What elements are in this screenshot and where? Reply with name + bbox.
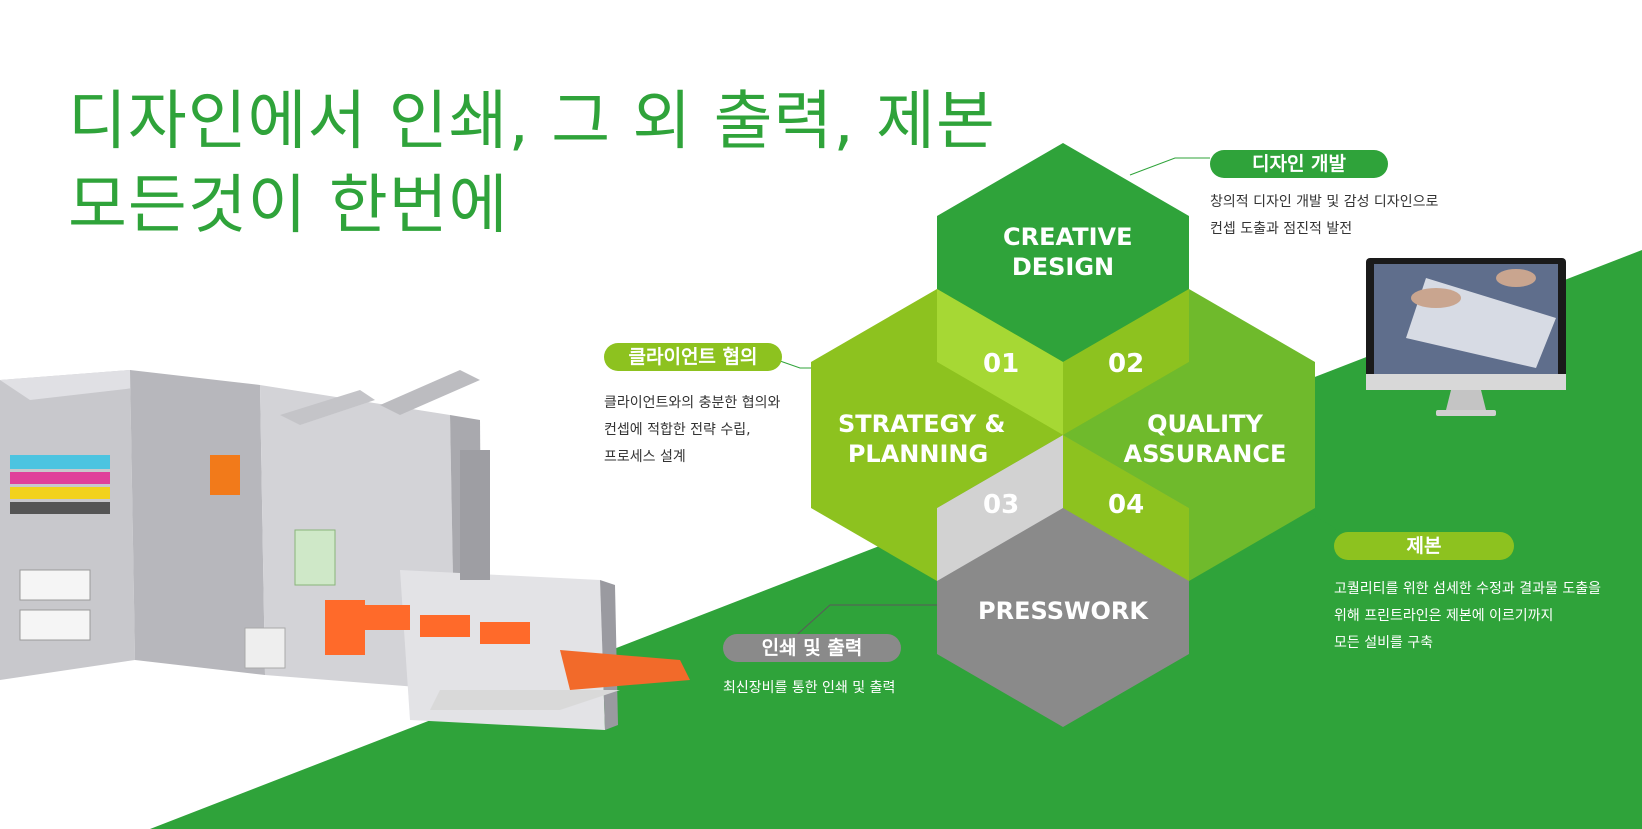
label-presswork: PRESSWORK <box>978 597 1148 625</box>
title-line-2: 모든것이 한번에 <box>68 169 509 243</box>
desc-binding: 고퀄리티를 위한 섬세한 수정과 결과물 도출을 위해 프린트라인은 제본에 이… <box>1334 581 1601 651</box>
overlap-04 <box>1063 435 1189 581</box>
overlap-02 <box>1063 289 1189 435</box>
overlap-01 <box>937 289 1063 435</box>
number-02: 02 <box>1108 349 1145 379</box>
label-creative-design: CREATIVE DESIGN <box>1003 222 1133 282</box>
title-line-1: 디자인에서 인쇄, 그 외 출력, 제본 <box>68 85 996 159</box>
desc-client: 클라이언트와의 충분한 협의와 컨셉에 적합한 전략 수립, 프로세스 설계 <box>604 395 781 465</box>
number-04: 04 <box>1108 490 1145 520</box>
pill-client: 클라이언트 협의 <box>604 343 782 371</box>
monitor-illustration <box>1366 258 1566 416</box>
desc-design-dev: 창의적 디자인 개발 및 감성 디자인으로 컨셉 도출과 점진적 발전 <box>1210 194 1439 237</box>
pill-print: 인쇄 및 출력 <box>723 634 901 662</box>
desc-print: 최신장비를 통한 인쇄 및 출력 <box>723 680 896 696</box>
pill-design-dev: 디자인 개발 <box>1210 150 1388 178</box>
label-creative: CREATIVE <box>1003 223 1133 251</box>
number-01: 01 <box>983 349 1020 379</box>
label-design: DESIGN <box>1011 253 1115 281</box>
overlap-03 <box>937 435 1063 581</box>
pill-binding: 제본 <box>1334 532 1514 560</box>
label-quality: QUALITY <box>1147 410 1263 438</box>
number-03: 03 <box>983 490 1020 520</box>
label-planning: PLANNING <box>847 440 989 468</box>
label-strategy: STRATEGY & <box>838 410 1006 438</box>
printer-machine-illustration <box>0 370 690 730</box>
connector-design-dev <box>1129 157 1210 176</box>
label-assurance: ASSURANCE <box>1123 440 1287 468</box>
label-strategy-planning: STRATEGY & PLANNING <box>838 409 1006 469</box>
label-quality-assurance: QUALITY ASSURANCE <box>1120 409 1290 469</box>
page-title: 디자인에서 인쇄, 그 외 출력, 제본 모든것이 한번에 <box>68 80 996 248</box>
